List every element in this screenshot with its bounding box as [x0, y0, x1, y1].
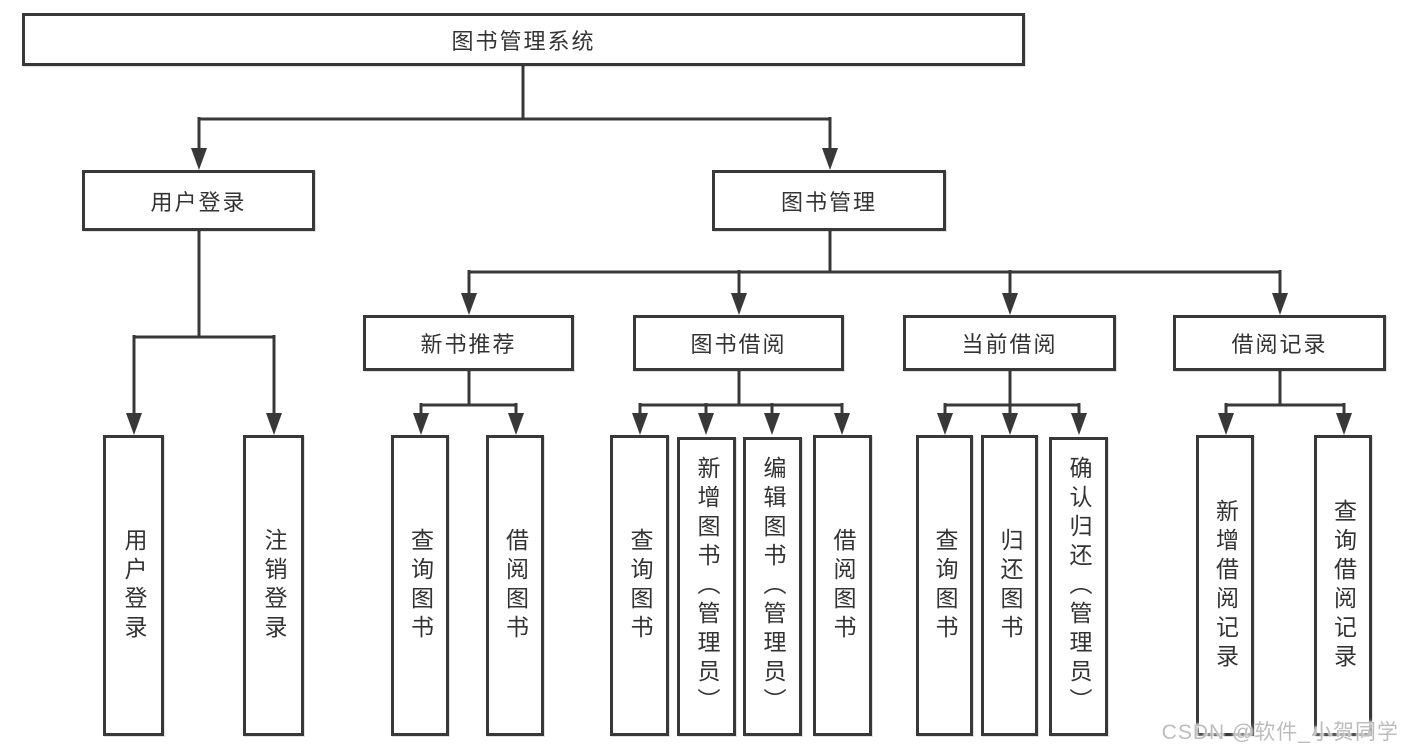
node-borrow-records-label: 借阅记录	[1231, 332, 1328, 357]
csdn-watermark: CSDN @软件_小贺同学	[1161, 721, 1399, 744]
node-new-book-recommend-label: 新书推荐	[420, 332, 517, 357]
leaf-br-search-record: 查询借阅记录	[1314, 435, 1372, 736]
leaf-br-add-record: 新增借阅记录	[1196, 435, 1254, 736]
leaf-bb-search-books-label: 查询图书	[627, 527, 653, 644]
leaf-cb-return-books: 归还图书	[981, 435, 1038, 736]
leaf-user-login-label: 用户登录	[121, 527, 147, 644]
node-user-login: 用户登录	[82, 170, 315, 231]
leaf-bb-search-books: 查询图书	[610, 435, 669, 736]
leaf-cb-return-books-label: 归还图书	[997, 527, 1023, 644]
leaf-nbr-borrow-books-label: 借阅图书	[502, 527, 529, 644]
leaf-nbr-borrow-books: 借阅图书	[486, 435, 544, 736]
node-book-borrow-label: 图书借阅	[690, 332, 787, 357]
leaf-cb-confirm-return-admin-label: 确认归还（管理员）	[1066, 456, 1092, 717]
leaf-nbr-search-books-label: 查询图书	[407, 527, 434, 644]
node-book-borrow: 图书借阅	[633, 315, 844, 371]
node-current-borrow: 当前借阅	[903, 315, 1116, 371]
node-current-borrow-label: 当前借阅	[961, 332, 1058, 357]
leaf-br-add-record-label: 新增借阅记录	[1212, 498, 1239, 673]
node-root-label: 图书管理系统	[451, 28, 596, 54]
node-book-management-label: 图书管理	[780, 189, 877, 215]
node-borrow-records: 借阅记录	[1173, 315, 1386, 371]
leaf-logout: 注销登录	[243, 435, 304, 736]
leaf-nbr-search-books: 查询图书	[391, 435, 449, 736]
leaf-bb-edit-books-admin: 编辑图书（管理员）	[743, 437, 802, 736]
leaf-logout-label: 注销登录	[261, 527, 287, 644]
leaf-bb-add-books-admin: 新增图书（管理员）	[677, 437, 736, 736]
leaf-bb-borrow-books-label: 借阅图书	[830, 527, 856, 644]
leaf-user-login: 用户登录	[103, 435, 164, 736]
leaf-cb-confirm-return-admin: 确认归还（管理员）	[1049, 437, 1108, 736]
leaf-cb-search-books-label: 查询图书	[932, 527, 958, 644]
node-root: 图书管理系统	[22, 13, 1025, 66]
leaf-br-search-record-label: 查询借阅记录	[1330, 498, 1357, 673]
node-user-login-label: 用户登录	[150, 189, 247, 215]
leaf-bb-borrow-books: 借阅图书	[813, 435, 872, 736]
leaf-bb-add-books-admin-label: 新增图书（管理员）	[694, 456, 720, 717]
leaf-bb-edit-books-admin-label: 编辑图书（管理员）	[760, 456, 786, 717]
node-book-management: 图书管理	[712, 170, 946, 231]
leaf-cb-search-books: 查询图书	[916, 435, 973, 736]
node-new-book-recommend: 新书推荐	[363, 315, 574, 371]
